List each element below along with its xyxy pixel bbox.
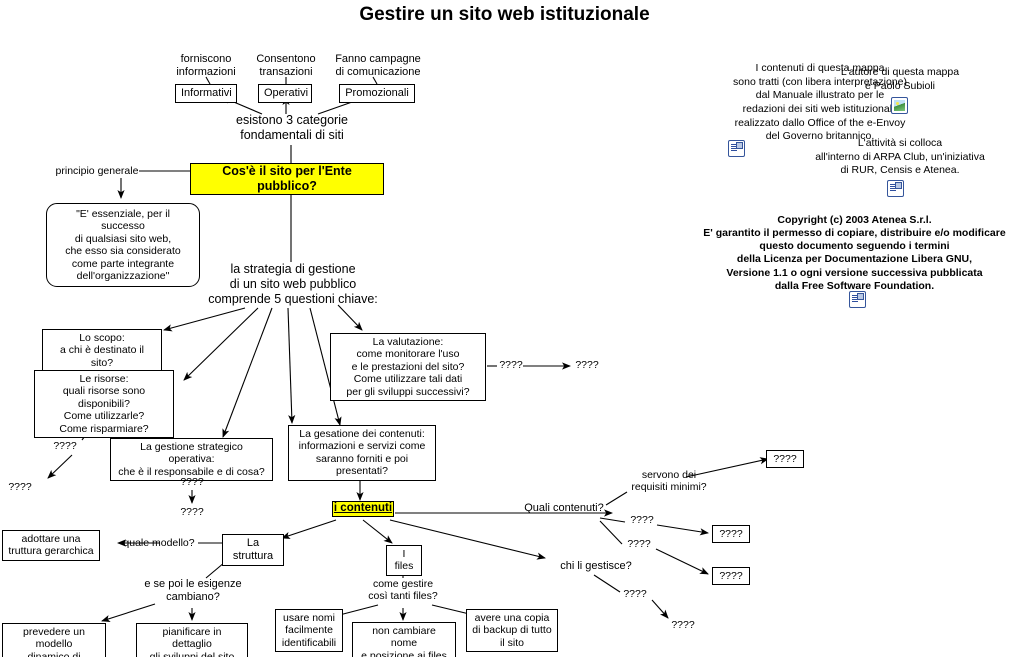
node-la-valutazione[interactable]: La valutazione: come monitorare l'uso e …	[330, 333, 486, 401]
label-unknown-valutazione-target: ????	[575, 359, 599, 371]
label-unknown-valutazione-link: ????	[499, 359, 523, 371]
label-esigenze-cambiano: e se poi le esigenze cambiano?	[144, 578, 242, 603]
node-informativi[interactable]: Informativi	[175, 84, 237, 103]
label-fanno-campagne: Fanno campagne di comunicazione	[335, 53, 421, 78]
label-strategia-gestione: la strategia di gestione di un sito web …	[208, 262, 378, 306]
label-chi-li-gestisce: chi li gestisce?	[560, 560, 632, 572]
label-unknown-gestione-target: ????	[180, 506, 204, 518]
document-icon[interactable]	[887, 180, 904, 197]
document-icon[interactable]	[728, 140, 745, 157]
node-unknown-requisiti[interactable]: ????	[766, 450, 804, 469]
label-quali-contenuti: Quali contenuti?	[524, 502, 604, 514]
label-esistono-3-categorie: esistono 3 categorie fondamentali di sit…	[236, 113, 348, 142]
label-unknown-gestione-link: ????	[180, 476, 204, 488]
node-prevedere-modello-dinamico[interactable]: prevedere un modello dinamico di gestion…	[2, 623, 106, 657]
document-icon[interactable]	[849, 291, 866, 308]
label-servono-requisiti-minimi: servono dei requisiti minimi?	[631, 469, 707, 494]
label-unknown-gestisce-target: ????	[671, 619, 695, 631]
label-unknown-quali-link-1: ????	[630, 514, 654, 526]
node-non-cambiare-nome[interactable]: non cambiare nome e posizione ai files	[352, 622, 456, 657]
node-i-files[interactable]: I files	[386, 545, 422, 576]
node-essenziale-successo[interactable]: "E' essenziale, per il successo di quals…	[46, 203, 200, 288]
node-adottare-struttura-gerarchica[interactable]: adottare una truttura gerarchica	[2, 530, 100, 561]
note-autore: L'autore di questa mappa è Paolo Subioli	[840, 66, 960, 92]
label-quale-modello: quale modello?	[123, 537, 195, 549]
node-operativi[interactable]: Operativi	[258, 84, 312, 103]
node-promozionali[interactable]: Promozionali	[339, 84, 415, 103]
node-usare-nomi-identificabili[interactable]: usare nomi facilmente identificabili	[275, 609, 343, 653]
node-unknown-quali-target-1[interactable]: ????	[712, 525, 750, 544]
note-attivita: L'attività si colloca all'interno di ARP…	[815, 137, 985, 177]
label-forniscono-informazioni: forniscono informazioni	[176, 53, 236, 78]
label-unknown-gestisce-link: ????	[623, 588, 647, 600]
node-cose-il-sito-per-ente-pubblico[interactable]: Cos'è il sito per l'Ente pubblico?	[190, 163, 384, 195]
node-gestione-strategico-operativa[interactable]: La gestione strategico operativa: che è …	[110, 438, 273, 482]
note-copyright: Copyright (c) 2003 Atenea S.r.l. E' gara…	[703, 214, 1006, 292]
node-lo-scopo[interactable]: Lo scopo: a chi è destinato il sito?	[42, 329, 162, 373]
node-unknown-quali-target-2[interactable]: ????	[712, 567, 750, 586]
node-gesatione-dei-contenuti[interactable]: La gesatione dei contenuti: informazioni…	[288, 425, 436, 481]
node-le-risorse[interactable]: Le risorse: quali risorse sono disponibi…	[34, 370, 174, 438]
node-i-contenuti[interactable]: i contenuti	[332, 501, 394, 517]
label-come-gestire-files: come gestire così tanti files?	[368, 578, 438, 603]
label-unknown-risorse-target: ????	[8, 481, 32, 493]
note-contenuti-mappa: I contenuti di questa mappa sono tratti …	[733, 62, 907, 143]
image-icon[interactable]	[891, 97, 908, 114]
node-la-struttura[interactable]: La struttura	[222, 534, 284, 566]
label-unknown-risorse-link: ????	[53, 440, 77, 452]
label-principio-generale: principio generale	[55, 165, 139, 177]
node-pianificare-in-dettaglio[interactable]: pianificare in dettaglio gli sviluppi de…	[136, 623, 248, 657]
label-unknown-quali-link-2: ????	[627, 538, 651, 550]
label-consentono-transazioni: Consentono transazioni	[256, 53, 316, 78]
page-title: Gestire un sito web istituzionale	[359, 4, 650, 25]
node-avere-copia-backup[interactable]: avere una copia di backup di tutto il si…	[466, 609, 558, 653]
